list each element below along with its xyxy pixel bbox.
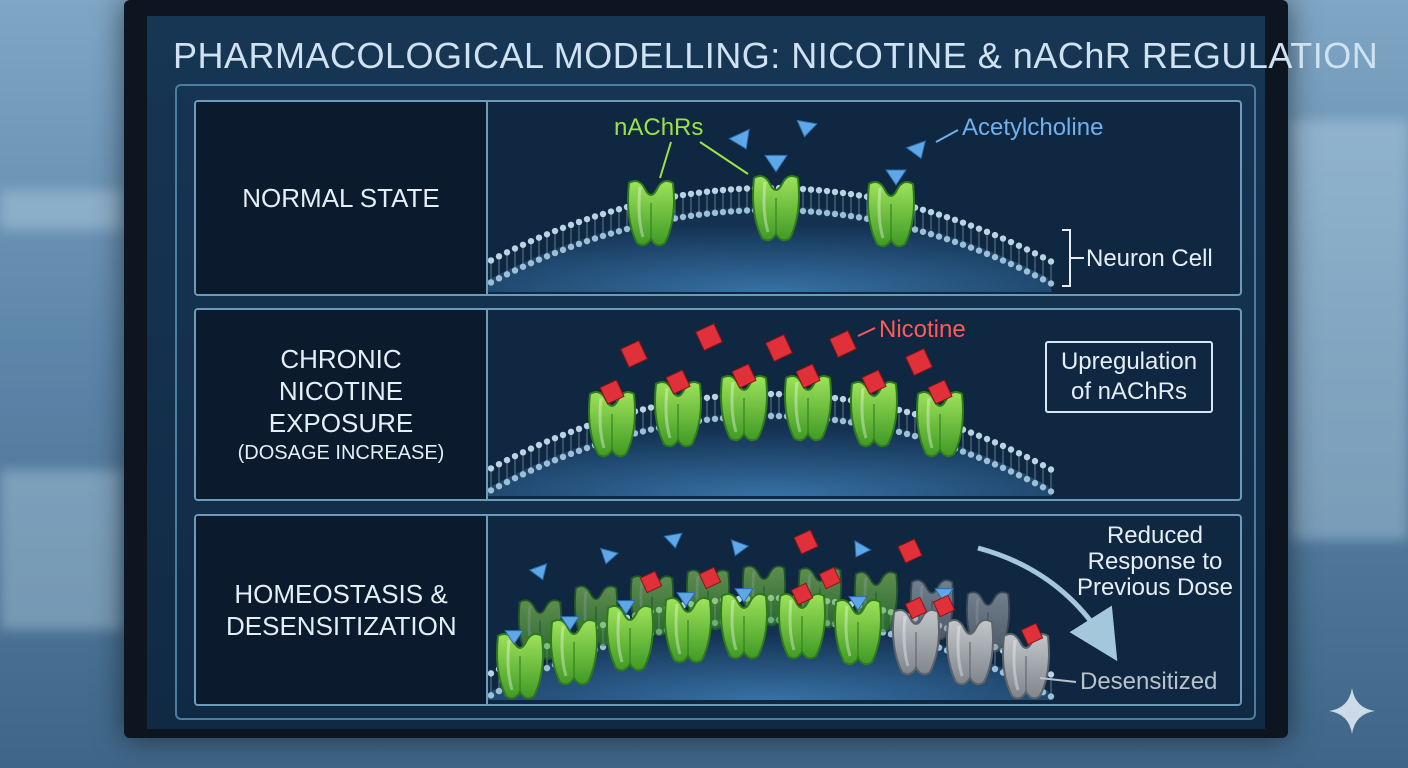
acetylcholine-triangle-icon xyxy=(848,541,870,562)
nicotine-pointer-line xyxy=(858,328,875,336)
acetylcholine-triangle-icon xyxy=(729,129,756,153)
reduced-line: Previous Dose xyxy=(1070,575,1240,601)
sparkle-icon xyxy=(1327,686,1377,736)
acetylcholine-pointer-line xyxy=(936,130,958,142)
reduced-response-label: Reduced Response to Previous Dose xyxy=(1070,523,1240,601)
receptor-icon xyxy=(868,182,914,246)
nachrs-pointer-line xyxy=(700,142,748,174)
receptor-icon xyxy=(607,606,653,670)
nicotine-diamond-icon xyxy=(825,326,861,362)
nicotine-diamond-icon xyxy=(901,344,937,380)
upregulation-line: Upregulation xyxy=(1047,347,1211,377)
receptor-icon xyxy=(753,176,799,240)
nicotine-diamond-icon xyxy=(761,330,797,366)
desensitized-receptor-icon xyxy=(1003,634,1049,698)
acetylcholine-triangle-icon xyxy=(727,540,749,559)
receptor-icon xyxy=(628,181,674,245)
desensitized-label: Desensitized xyxy=(1080,668,1217,696)
reduced-line: Response to xyxy=(1070,549,1240,575)
acetylcholine-triangle-icon xyxy=(907,141,931,162)
cell-membrane xyxy=(488,391,1054,496)
acetylcholine-triangle-icon xyxy=(530,564,552,583)
nicotine-diamond-icon xyxy=(790,526,823,559)
nachrs-pointer-line xyxy=(660,142,671,178)
reduced-line: Reduced xyxy=(1070,523,1240,549)
nachrs-label: nAChRs xyxy=(614,114,703,142)
neuron-cell-bracket xyxy=(1062,230,1084,286)
acetylcholine-triangle-icon xyxy=(664,533,684,549)
acetylcholine-label: Acetylcholine xyxy=(962,114,1103,142)
acetylcholine-triangle-icon xyxy=(765,155,787,172)
nicotine-label: Nicotine xyxy=(879,316,966,344)
nicotine-diamond-icon xyxy=(616,336,652,372)
neuron-cell-label: Neuron Cell xyxy=(1086,245,1213,273)
upregulation-box: Upregulation of nAChRs xyxy=(1045,341,1213,413)
upregulation-line: of nAChRs xyxy=(1047,377,1211,407)
receptor-icon xyxy=(551,620,597,684)
nicotine-diamond-icon xyxy=(691,319,727,355)
acetylcholine-triangle-icon xyxy=(597,548,618,566)
acetylcholine-triangle-icon xyxy=(795,120,817,138)
receptor-icon xyxy=(497,634,543,698)
nicotine-diamond-icon xyxy=(894,535,927,568)
